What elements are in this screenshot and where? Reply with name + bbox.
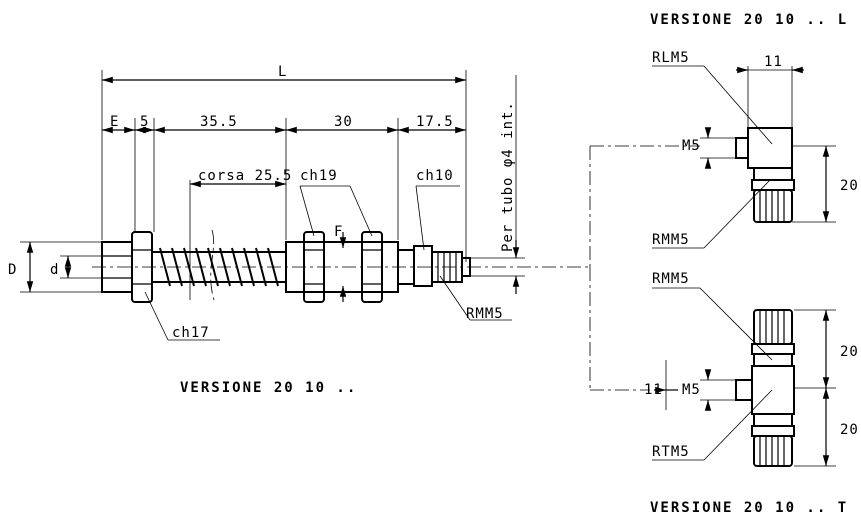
force-label: F — [334, 224, 343, 240]
version-l-m5: M5 — [682, 138, 701, 154]
main-assembly: L E 5 35.5 30 17.5 corsa 25.5 ch19 ch10 … — [8, 64, 700, 396]
dim-d: d — [50, 262, 59, 278]
version-l: VERSIONE 20 10 .. L 11 M5 20 RLM5 RMM5 — [650, 12, 859, 249]
dim-5: 5 — [140, 114, 149, 130]
version-t: 20 20 M5 11 RMM5 RTM5 VERSIONE 20 10 .. … — [644, 271, 859, 516]
dim-L: L — [278, 64, 287, 80]
dim-35-5: 35.5 — [200, 114, 238, 130]
version-t-title: VERSIONE 20 10 .. T — [650, 500, 848, 516]
dim-E: E — [110, 114, 119, 130]
version-l-dim-11: 11 — [764, 54, 783, 70]
version-t-dim-11: 11 — [644, 382, 663, 398]
version-title: VERSIONE 20 10 .. — [180, 380, 357, 396]
version-t-dim-20-top: 20 — [840, 344, 859, 360]
version-l-title: VERSIONE 20 10 .. L — [650, 12, 848, 28]
version-t-dim-20-bottom: 20 — [840, 422, 859, 438]
version-l-dim-20: 20 — [840, 178, 859, 194]
version-l-rlm5: RLM5 — [652, 50, 690, 66]
tube-label: Per tubo φ4 int. — [500, 101, 516, 252]
dim-17-5: 17.5 — [416, 114, 454, 130]
dim-30: 30 — [334, 114, 353, 130]
version-l-rmm5: RMM5 — [652, 232, 690, 248]
ch19-label: ch19 — [300, 168, 338, 184]
stroke-label: corsa 25.5 — [198, 168, 292, 184]
ch17-label: ch17 — [172, 325, 210, 341]
rmm5-label: RMM5 — [466, 306, 504, 322]
ch10-label: ch10 — [416, 168, 454, 184]
spring — [159, 229, 279, 301]
dim-D: D — [8, 262, 17, 278]
version-t-rtm5: RTM5 — [652, 444, 690, 460]
version-t-rmm5: RMM5 — [652, 271, 690, 287]
version-t-m5: M5 — [682, 382, 701, 398]
